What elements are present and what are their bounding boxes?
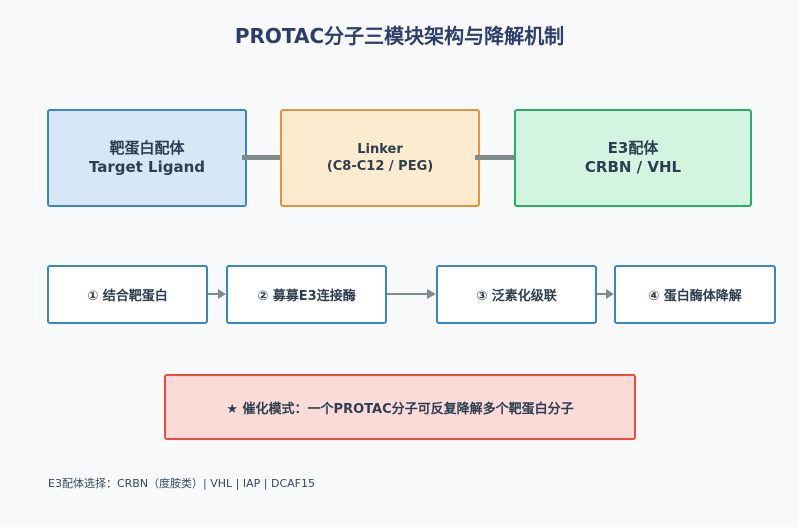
diagram-title: PROTAC分子三模块架构与降解机制: [234, 24, 565, 48]
module-target-ligand-en: Target Ligand: [88, 158, 206, 176]
bond-left: [242, 155, 287, 160]
arrow-right-icon: [597, 289, 614, 299]
module-linker-detail: (C8-C12 / PEG): [326, 159, 434, 174]
catalytic-mode-box: ★ 催化模式：一个PROTAC分子可反复降解多个靶蛋白分子: [164, 374, 636, 440]
step-proteasome-degradation: ④ 蛋白酶体降解: [614, 265, 776, 324]
module-e3-ligand-cn: E3配体: [607, 139, 659, 157]
bond-right: [475, 155, 520, 160]
step-bind-target: ① 结合靶蛋白: [47, 265, 208, 324]
module-e3-ligand-en: CRBN / VHL: [584, 158, 682, 176]
module-linker-name: Linker: [357, 142, 403, 157]
module-linker: Linker (C8-C12 / PEG): [280, 109, 480, 207]
module-e3-ligand: E3配体 CRBN / VHL: [514, 109, 752, 207]
arrow-right-icon: [208, 289, 226, 299]
module-target-ligand: 靶蛋白配体 Target Ligand: [47, 109, 247, 207]
step-recruit-e3: ② 募募E3连接酶: [226, 265, 387, 324]
arrow-right-icon: [387, 289, 436, 299]
module-target-ligand-cn: 靶蛋白配体: [109, 139, 185, 157]
footnote-e3-options: E3配体选择：CRBN（度胺类）| VHL | IAP | DCAF15: [48, 477, 315, 490]
step-ubiquitination: ③ 泛素化级联: [436, 265, 597, 324]
